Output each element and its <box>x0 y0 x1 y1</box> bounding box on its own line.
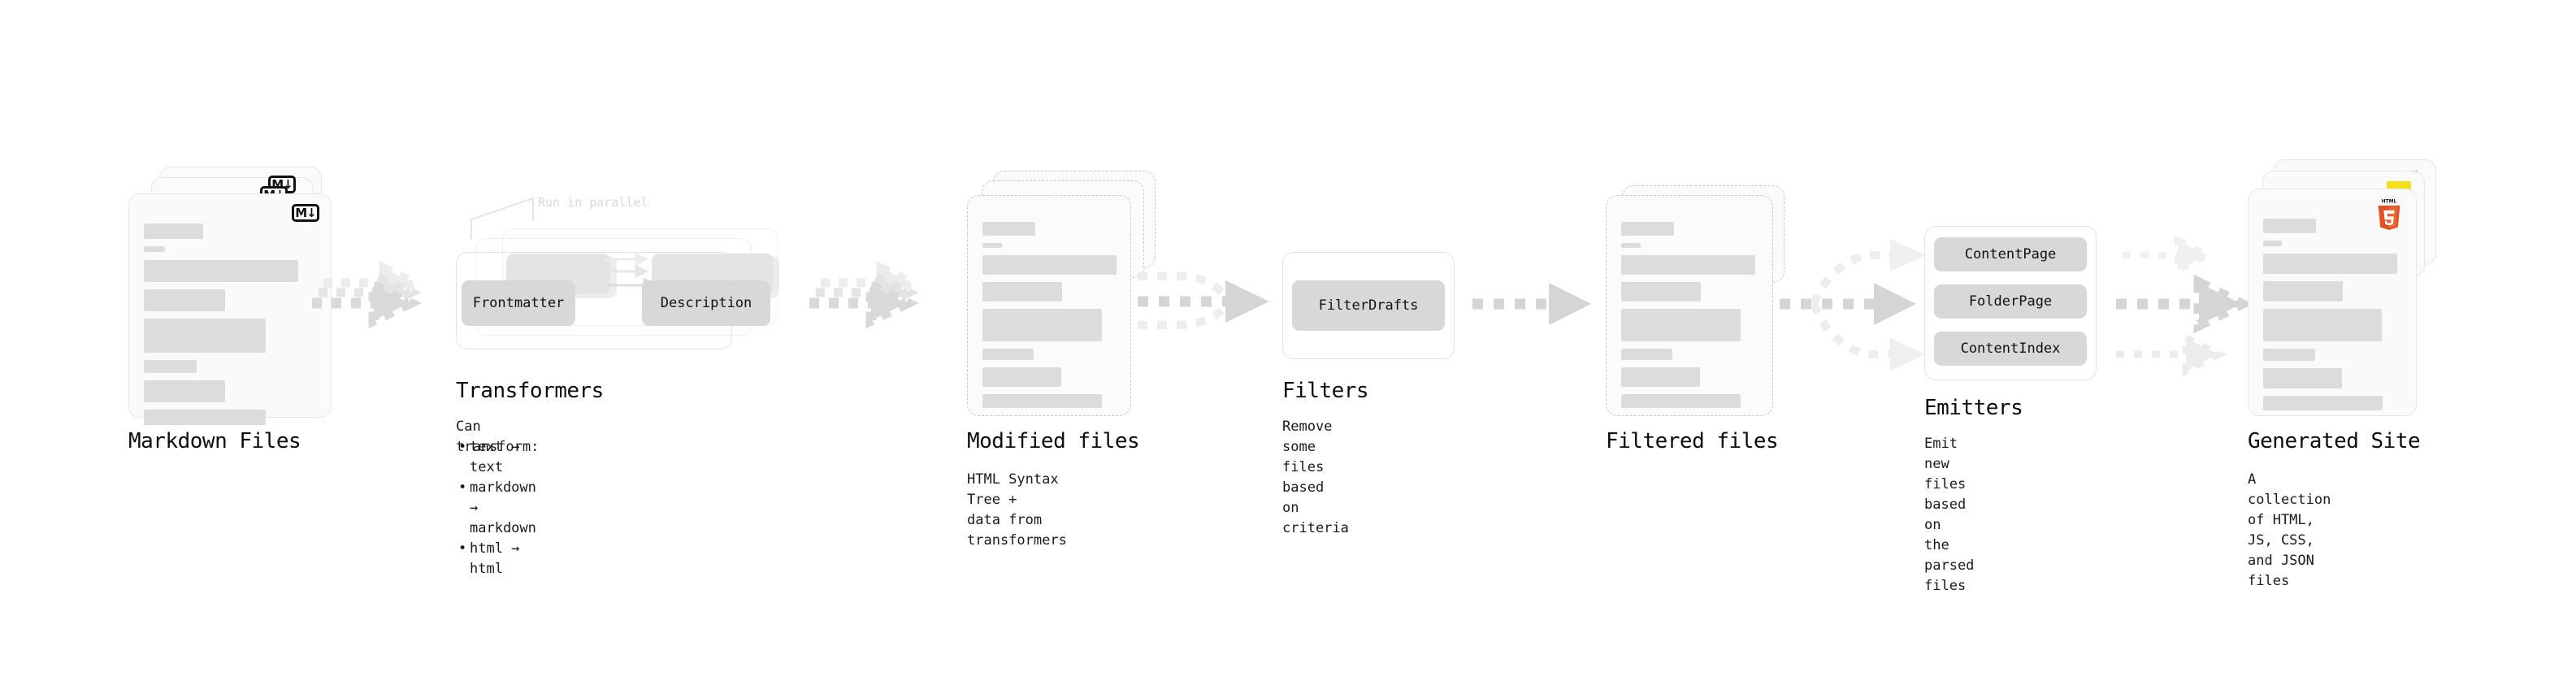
transformer-pill-description[interactable]: Description <box>642 280 770 326</box>
skeleton-bar <box>1621 349 1672 360</box>
generated-site-description: A collection of HTML, JS, CSS, and JSON … <box>2248 471 2331 589</box>
skeleton-bar <box>1621 243 1641 248</box>
skeleton-bar <box>982 367 1061 387</box>
skeleton-bar <box>2263 349 2315 361</box>
skeleton-bar <box>2263 219 2316 233</box>
stage-title-generated-site: Generated Site <box>2248 429 2421 453</box>
skeleton-bar <box>144 380 225 402</box>
svg-text:HTML: HTML <box>2382 200 2397 205</box>
skeleton-bar <box>2263 368 2342 388</box>
stage-title-filters: Filters <box>1282 379 1369 403</box>
stage-title-markdown-files: Markdown Files <box>128 429 301 453</box>
site-card-front: HTML <box>2248 189 2417 416</box>
modified-skeleton-bars <box>982 222 1117 415</box>
skeleton-bar <box>2263 309 2382 341</box>
stage-title-filtered-files: Filtered files <box>1606 429 1779 453</box>
skeleton-bar <box>144 360 197 373</box>
transform-item: markdown → markdown <box>458 478 536 539</box>
modified-files-description: HTML Syntax Tree + data from transformer… <box>967 471 1067 549</box>
skeleton-bar <box>144 319 266 353</box>
skeleton-bar <box>144 410 266 425</box>
emitter-pill-contentpage[interactable]: ContentPage <box>1934 237 2087 271</box>
skeleton-bar <box>2263 281 2343 301</box>
skeleton-bar <box>982 222 1035 236</box>
skeleton-bar <box>1621 394 1741 408</box>
skeleton-bar <box>1621 309 1741 341</box>
transformer-pill-frontmatter[interactable]: Frontmatter <box>462 280 575 326</box>
skeleton-bar <box>2263 396 2383 410</box>
filtered-card-front <box>1606 195 1773 416</box>
filtered-skeleton-bars <box>1621 222 1758 415</box>
transform-item: html → html <box>458 539 536 579</box>
skeleton-bar <box>1621 367 1700 387</box>
skeleton-bar <box>144 246 165 252</box>
skeleton-bar <box>982 282 1062 301</box>
skeleton-bar <box>144 289 225 311</box>
emitter-pill-folderpage[interactable]: FolderPage <box>1934 284 2087 319</box>
skeleton-bar <box>982 255 1117 275</box>
emitters-description: Emit new files based on the parsed files <box>1924 436 1975 594</box>
skeleton-bar <box>982 394 1102 408</box>
modified-card-front <box>967 195 1131 416</box>
transform-item: text → text <box>458 437 536 478</box>
skeleton-bar <box>144 260 298 282</box>
skeleton-bar <box>2263 241 2282 246</box>
stage-title-emitters: Emitters <box>1924 396 2023 420</box>
stage-title-modified-files: Modified files <box>967 429 1140 453</box>
skeleton-bar <box>1621 282 1701 301</box>
skeleton-bar <box>2263 254 2397 274</box>
transformers-description-list: text → text markdown → markdown html → h… <box>456 437 536 579</box>
skeleton-bar <box>982 349 1034 360</box>
markdown-skeleton-bars <box>144 223 316 432</box>
filter-pill-filterdrafts[interactable]: FilterDrafts <box>1292 280 1445 331</box>
skeleton-bar <box>144 223 203 239</box>
filters-description: Remove some files based on criteria <box>1282 419 1349 536</box>
emitter-pill-contentindex[interactable]: ContentIndex <box>1934 332 2087 366</box>
html5-icon: HTML <box>2378 200 2400 230</box>
site-skeleton-bars <box>2263 219 2401 418</box>
markdown-card-front: M↓ <box>128 193 332 425</box>
skeleton-bar <box>982 243 1002 248</box>
run-in-parallel-label: Run in parallel <box>538 195 648 210</box>
skeleton-bar <box>1621 222 1674 236</box>
markdown-badge-front: M↓ <box>292 204 319 222</box>
stage-title-transformers: Transformers <box>456 379 604 403</box>
skeleton-bar <box>982 309 1102 341</box>
skeleton-bar <box>1621 255 1755 275</box>
